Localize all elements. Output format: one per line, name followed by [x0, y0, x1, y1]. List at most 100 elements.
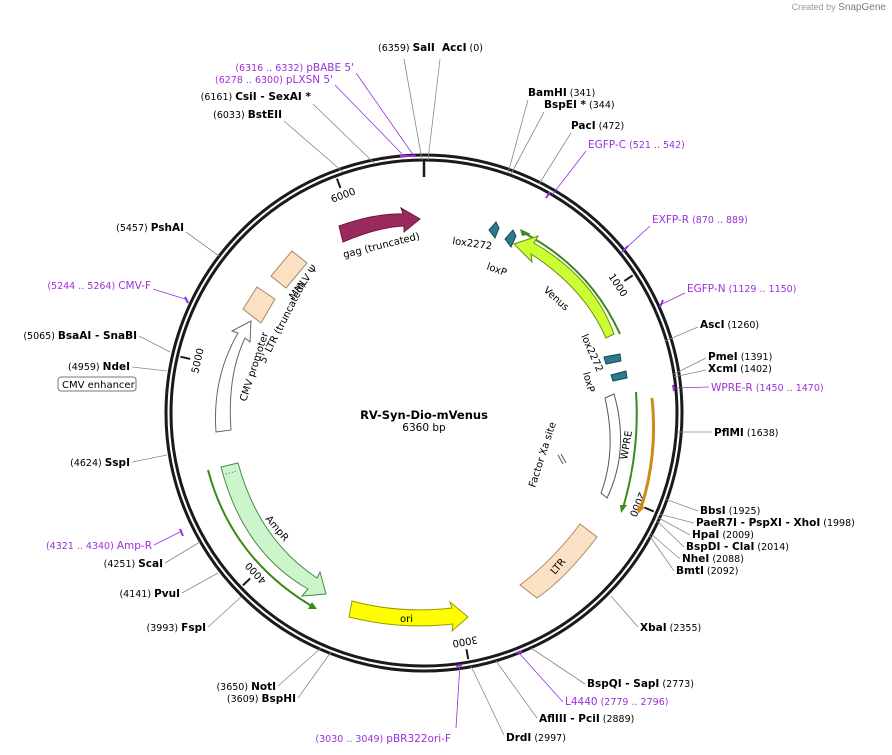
- primer-mark-exfp-r: [621, 245, 629, 253]
- site-label-hpai: HpaI (2009): [692, 529, 754, 541]
- name-text: BbsI: [700, 505, 726, 517]
- wpre-label: WPRE: [619, 430, 635, 461]
- backbone-outer: [164, 153, 684, 673]
- position-text: (1260): [725, 320, 760, 331]
- site-leader-pshai: [185, 231, 220, 257]
- site-label-pvui: (4141) PvuI: [119, 588, 180, 600]
- primer-mark-egfp-n: [659, 299, 664, 308]
- loxp-b-feature: [610, 370, 628, 382]
- position-text: (3650): [216, 682, 251, 693]
- position-text: (6278 .. 6300): [215, 75, 286, 86]
- primer-leader-egfp-n: [661, 292, 686, 305]
- venus-orf-line: [523, 232, 621, 335]
- position-text: (2009): [719, 530, 754, 541]
- primer-mark-wpre-r: [672, 384, 675, 392]
- name-text: SalI: [413, 42, 435, 54]
- site-label-paer7i-pspxi-xhoi: PaeR7I - PspXI - XhoI (1998): [696, 517, 855, 529]
- site-leader-bspdi-clai: [654, 518, 685, 548]
- watermark-prefix: Created by: [791, 2, 836, 12]
- site-leader-xcmi: [673, 369, 707, 378]
- position-text: (4251): [104, 559, 139, 570]
- cmv-enhancer-box: [57, 376, 137, 392]
- position-text: (3993): [147, 623, 182, 634]
- site-leader-drdi: [470, 665, 505, 736]
- site-label-afliii-pcii: AflIII - PciI (2889): [539, 713, 634, 725]
- site-label-csii-sexai: (6161) CsiI - SexAI *: [201, 91, 312, 103]
- site-label-scai: (4251) ScaI: [104, 558, 163, 570]
- name-text: Amp-R: [117, 540, 152, 552]
- site-label-ndei: (4959) NdeI: [68, 361, 130, 373]
- position-text: (1925): [726, 506, 761, 517]
- site-label-drdi: DrdI (2997): [506, 732, 566, 744]
- name-text: BspQI - SapI: [587, 678, 659, 690]
- name-text: pBABE 5': [306, 62, 354, 74]
- venus-feature: [513, 235, 615, 339]
- tick-label-6000: 6000: [330, 186, 358, 205]
- primer-label-pbabe-5: (6316 .. 6332) pBABE 5': [235, 62, 354, 74]
- name-text: FspI: [181, 622, 206, 634]
- tick-mark-3000: [465, 649, 470, 660]
- gag-feature: [338, 206, 421, 243]
- primer-mark-l4440: [515, 650, 523, 654]
- factor-xa-mark-2: [560, 453, 567, 464]
- position-text: (1402): [737, 364, 772, 375]
- wpre-orf-green-arrowhead: [620, 505, 627, 513]
- ltr5-feature: [242, 286, 276, 324]
- position-text: (2773): [659, 679, 694, 690]
- primer-label-amp-r: (4321 .. 4340) Amp-R: [46, 540, 152, 552]
- watermark-brand: SnapGene: [838, 2, 886, 13]
- position-text: (2779 .. 2796): [598, 697, 669, 708]
- lox2272-a-feature: [488, 221, 500, 240]
- position-text: (472): [596, 121, 625, 132]
- site-leader-bsphi: [297, 651, 332, 699]
- position-text: (6161): [201, 92, 236, 103]
- primer-label-exfp-r: EXFP-R (870 .. 889): [652, 214, 748, 226]
- site-leader-bamhi: [507, 99, 529, 174]
- name-text: BmtI: [676, 565, 704, 577]
- lox2272-b-feature: [603, 353, 622, 365]
- position-text: (1450 .. 1470): [753, 383, 824, 394]
- site-label-sali: (6359) SalI: [378, 42, 435, 54]
- site-leader-hpai: [656, 516, 691, 536]
- site-label-bsphi: (3609) BspHI: [227, 693, 296, 705]
- name-text: BsaAI - SnaBI: [58, 330, 137, 342]
- position-text: (6033): [213, 110, 248, 121]
- position-text: (0): [466, 43, 482, 54]
- primer-mark-amp-r: [179, 528, 184, 537]
- name-text: XbaI: [640, 622, 667, 634]
- loxp-b-label: loxP: [580, 371, 596, 394]
- name-text: PflMI: [714, 427, 744, 439]
- ori-feature: [348, 600, 469, 633]
- ampr-feature: [220, 462, 327, 597]
- loxp-a-feature: [504, 229, 517, 248]
- lox2272-b-label: lox2272: [578, 333, 604, 374]
- site-label-bbsi: BbsI (1925): [700, 505, 760, 517]
- tick-label-1000: 1000: [606, 272, 629, 299]
- factor-xa-label: Factor Xa site: [527, 421, 558, 489]
- name-text: BspEI *: [544, 99, 587, 111]
- site-leader-acci: [427, 58, 441, 161]
- name-text: L4440: [565, 696, 598, 708]
- tick-mark-5000: [180, 355, 191, 360]
- factor-xa-mark-1: [557, 454, 564, 465]
- venus-label: Venus: [541, 285, 571, 313]
- tick-label-3000: 3000: [451, 633, 478, 648]
- site-label-bmti: BmtI (2092): [676, 565, 738, 577]
- name-text: PvuI: [154, 588, 180, 600]
- name-text: AscI: [700, 319, 725, 331]
- site-leader-paer7i-pspxi-xhoi: [658, 513, 695, 524]
- name-text: CsiI - SexAI *: [235, 91, 311, 103]
- name-text: BspDI - ClaI: [686, 541, 754, 553]
- plasmid-length: 6360 bp: [402, 422, 446, 434]
- position-text: (870 .. 889): [689, 215, 748, 226]
- position-text: (2092): [704, 566, 739, 577]
- primer-label-egfp-n: EGFP-N (1129 .. 1150): [687, 283, 796, 295]
- name-text: EGFP-N: [687, 283, 726, 295]
- name-text: EGFP-C: [588, 139, 626, 151]
- primer-label-wpre-r: WPRE-R (1450 .. 1470): [711, 382, 824, 394]
- site-label-nhei: NheI (2088): [682, 553, 744, 565]
- wpre-feature: [600, 393, 621, 499]
- position-text: (6359): [378, 43, 413, 54]
